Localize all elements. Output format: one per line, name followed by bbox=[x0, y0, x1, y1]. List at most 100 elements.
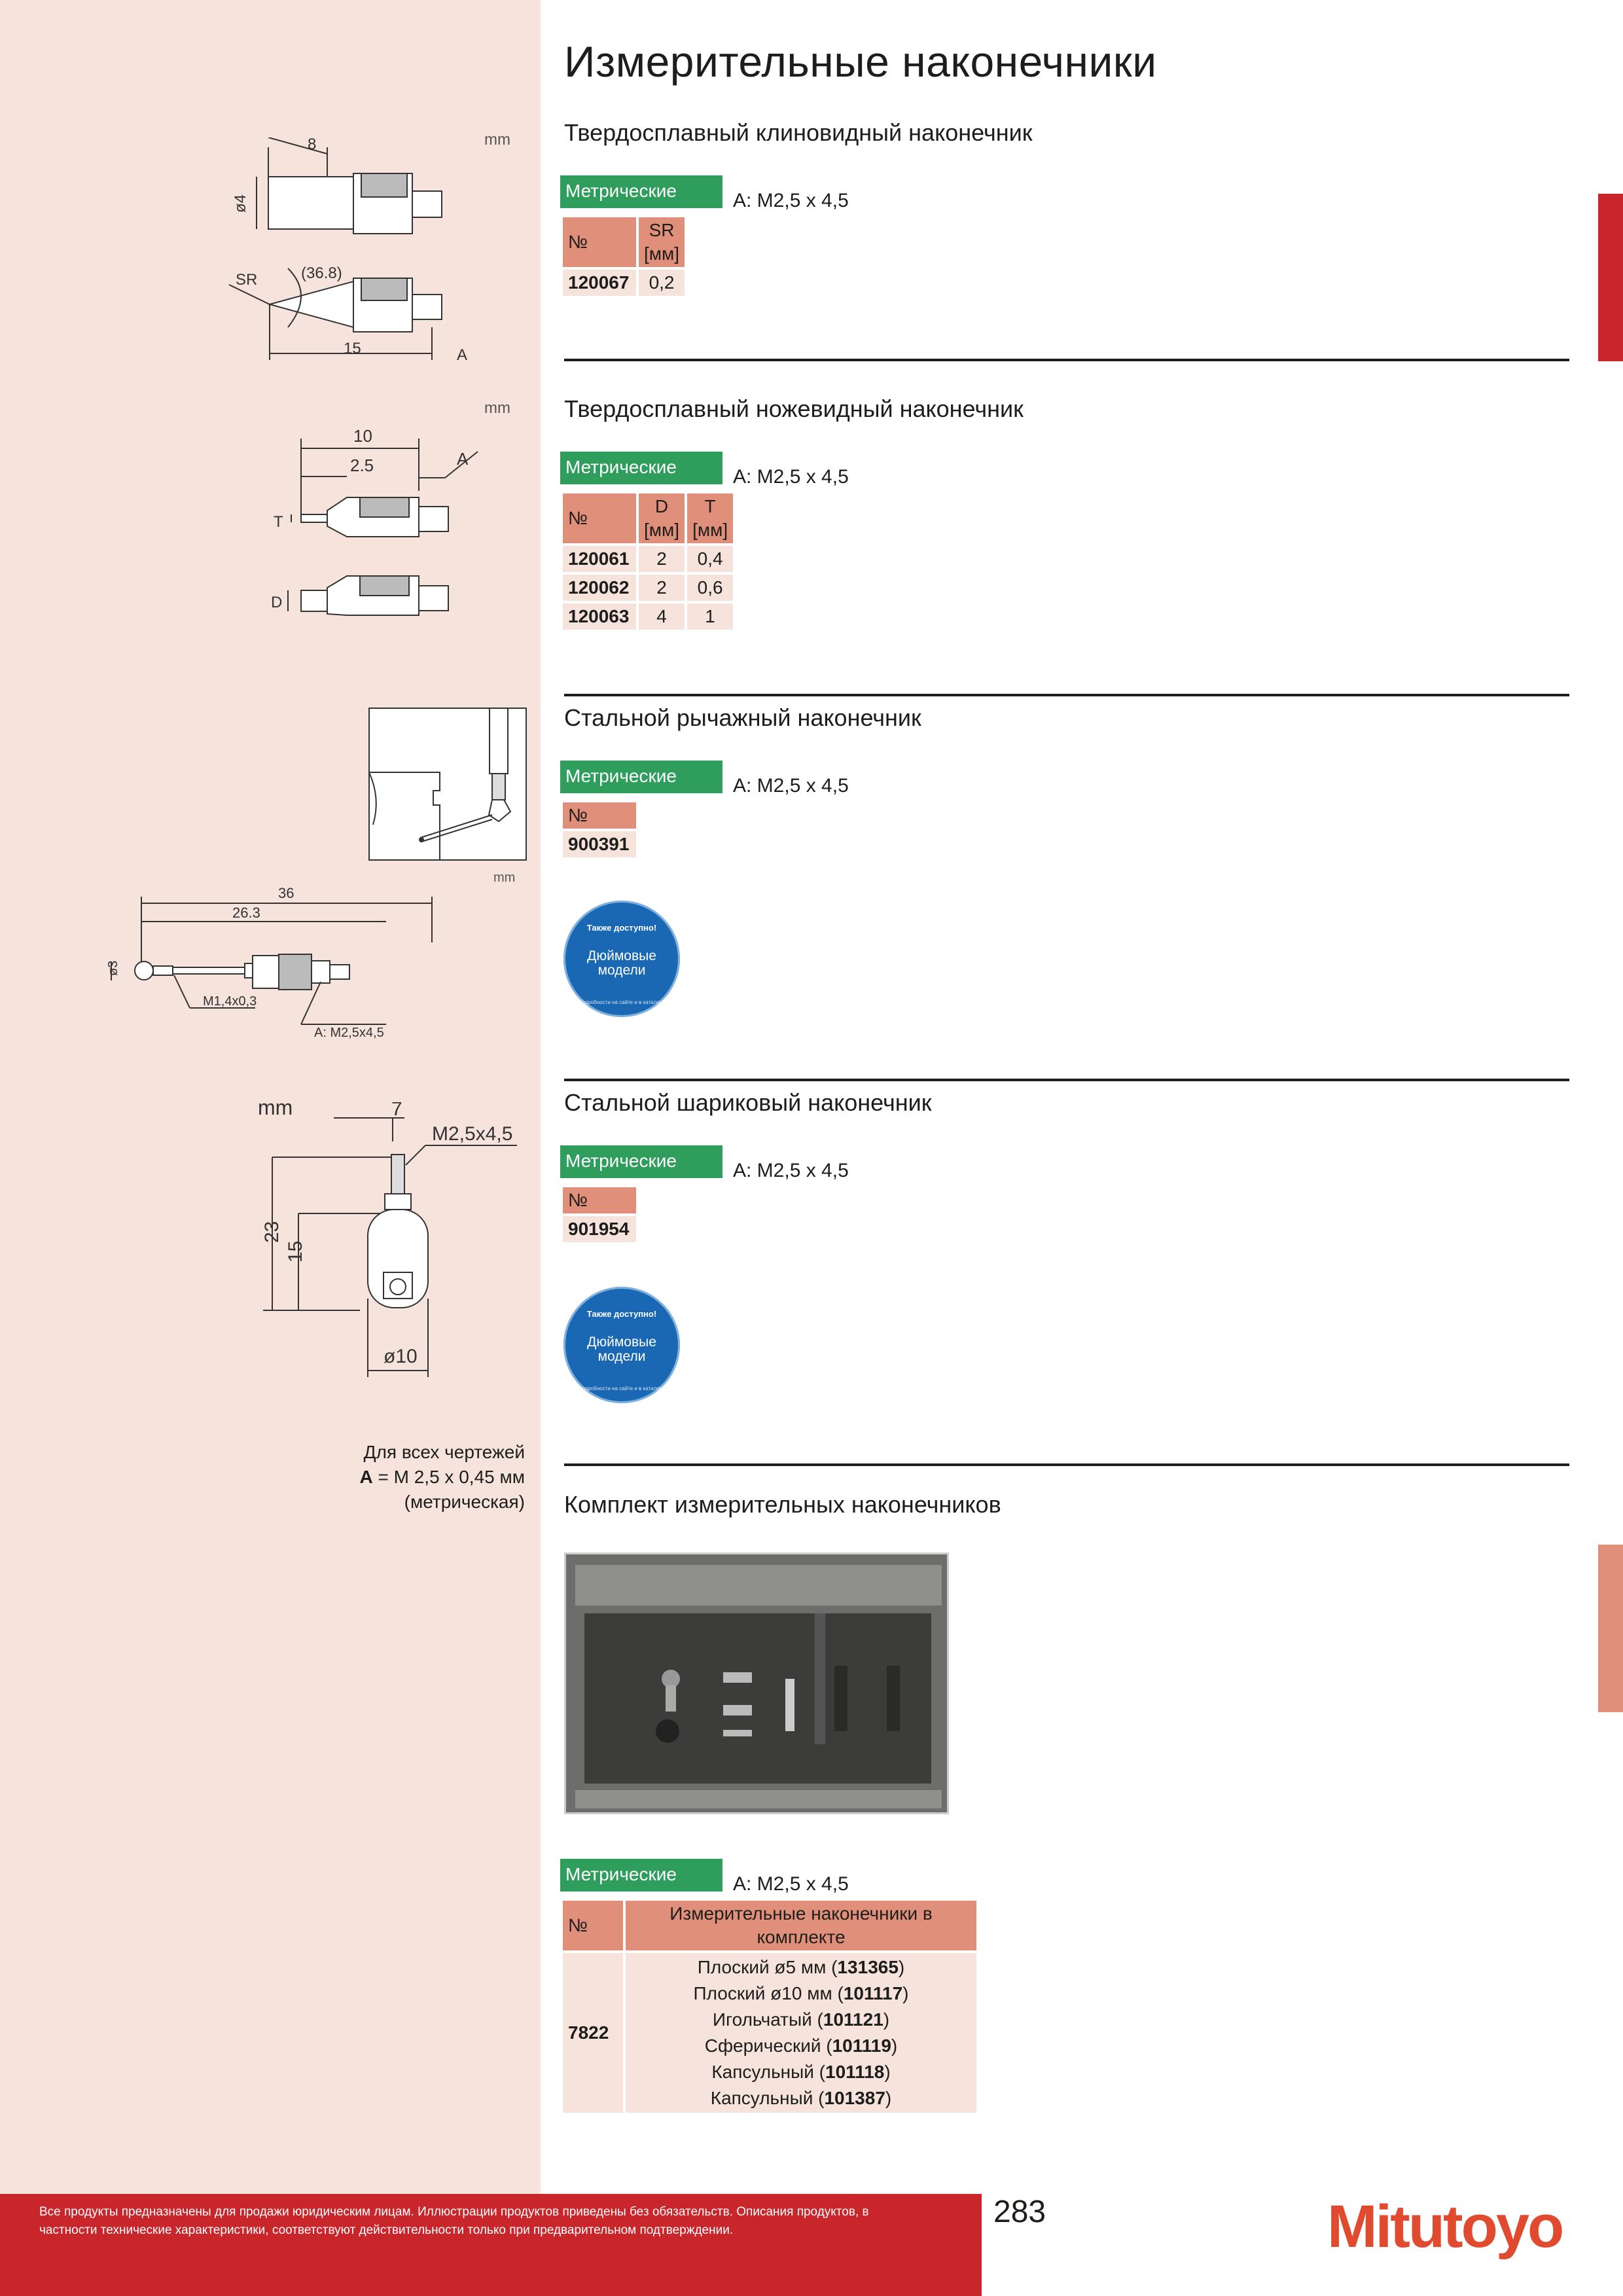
unit-label: mm bbox=[484, 399, 510, 417]
left-panel bbox=[0, 0, 541, 2296]
lever-application-drawing bbox=[368, 708, 527, 861]
page-number: 283 bbox=[993, 2195, 1046, 2229]
table-row: 120061 2 0,4 bbox=[563, 546, 734, 572]
table-row: 120067 0,2 bbox=[563, 270, 685, 296]
svg-text:10: 10 bbox=[353, 426, 372, 446]
col-header-no: № bbox=[563, 802, 636, 829]
badge-ring-text: подробности на сайте и в каталоге bbox=[579, 999, 664, 1005]
col-header-no: № bbox=[563, 1187, 636, 1213]
metric-tag-ball: Метрические bbox=[560, 1145, 722, 1178]
section-divider bbox=[564, 694, 1569, 696]
svg-text:ø4: ø4 bbox=[232, 194, 249, 213]
svg-text:15: 15 bbox=[285, 1241, 306, 1263]
unit-label: mm bbox=[258, 1096, 293, 1119]
svg-text:(36.8): (36.8) bbox=[301, 264, 342, 282]
svg-text:2.5: 2.5 bbox=[350, 456, 374, 475]
table-row: 120063 4 1 bbox=[563, 603, 734, 630]
metric-tag-lever: Метрические bbox=[560, 761, 722, 793]
unit-label: mm bbox=[493, 870, 516, 885]
spec-table-ball: № 901954 bbox=[560, 1185, 639, 1245]
svg-text:A: A bbox=[457, 346, 467, 364]
metric-tag-wedge: Метрические bbox=[560, 175, 722, 208]
cell-sr: 0,2 bbox=[639, 270, 685, 296]
svg-text:26.3: 26.3 bbox=[232, 905, 260, 921]
svg-text:SR: SR bbox=[236, 271, 257, 289]
col-header-no: № bbox=[563, 217, 636, 267]
side-tab-top bbox=[1598, 194, 1623, 361]
drawing-note: Для всех чертежей A = M 2,5 x 0,45 мм (м… bbox=[275, 1440, 525, 1515]
brand-logo: Mitutoyo bbox=[1327, 2193, 1564, 2260]
cell-d: 2 bbox=[639, 575, 685, 601]
col-header-t: T[мм] bbox=[687, 493, 734, 543]
thread-note-lever: A: M2,5 x 4,5 bbox=[733, 775, 849, 797]
section-divider bbox=[564, 1079, 1569, 1081]
footer-band bbox=[0, 2194, 982, 2296]
wedge-tip-drawing: 8 ø4 SR (36.8) 15 A bbox=[228, 137, 467, 364]
page-title: Измерительные наконечники bbox=[564, 37, 1157, 86]
cell-d: 2 bbox=[639, 546, 685, 572]
list-item: Сферический (101119) bbox=[704, 2036, 898, 2056]
drawing-note-line1: Для всех чертежей bbox=[363, 1442, 525, 1462]
cell-no: 120061 bbox=[563, 546, 636, 572]
cell-no: 7822 bbox=[563, 1953, 623, 2113]
list-item: Плоский ø5 мм (131365) bbox=[697, 1957, 905, 1977]
svg-text:7: 7 bbox=[391, 1102, 402, 1120]
cell-no: 901954 bbox=[563, 1216, 636, 1242]
svg-text:M1,4x0,3: M1,4x0,3 bbox=[203, 994, 257, 1009]
col-header-sr: SR[мм] bbox=[639, 217, 685, 267]
col-header-items: Измерительные наконечники в комплекте bbox=[626, 1901, 976, 1950]
col-header-d: D[мм] bbox=[639, 493, 685, 543]
footer-disclaimer: Все продукты предназначены для продажи ю… bbox=[39, 2205, 869, 2237]
svg-text:A: M2,5x4,5: A: M2,5x4,5 bbox=[314, 1026, 384, 1040]
list-item: Капсульный (101118) bbox=[711, 2062, 891, 2082]
spec-table-knife: № D[мм] T[мм] 120061 2 0,4 120062 2 0,6 … bbox=[560, 491, 736, 632]
section-divider bbox=[564, 1463, 1569, 1466]
badge-top-text: Также доступно! bbox=[586, 1309, 657, 1319]
unit-label: mm bbox=[484, 131, 510, 149]
svg-text:15: 15 bbox=[344, 340, 361, 357]
cell-items: Плоский ø5 мм (131365) Плоский ø10 мм (1… bbox=[626, 1953, 976, 2113]
svg-text:8: 8 bbox=[308, 137, 316, 153]
cell-no: 120062 bbox=[563, 575, 636, 601]
lever-tip-drawing: 36 26.3 ø3 M1,4x0,3 A: M2,5x4,5 bbox=[106, 885, 433, 1040]
thread-note-set: A: M2,5 x 4,5 bbox=[733, 1873, 849, 1895]
svg-text:ø10: ø10 bbox=[383, 1346, 418, 1367]
svg-text:D: D bbox=[271, 594, 282, 611]
table-row: 7822 Плоский ø5 мм (131365) Плоский ø10 … bbox=[563, 1953, 976, 2113]
metric-tag-knife: Метрические bbox=[560, 452, 722, 484]
svg-text:36: 36 bbox=[278, 885, 294, 901]
section-title-knife: Твердосплавный ножевидный наконечник bbox=[564, 395, 1024, 422]
cell-no: 900391 bbox=[563, 831, 636, 857]
table-row: 901954 bbox=[563, 1216, 636, 1242]
table-row: 900391 bbox=[563, 831, 636, 857]
drawing-note-line2: A = M 2,5 x 0,45 мм (метрическая) bbox=[359, 1467, 525, 1512]
svg-text:A: A bbox=[457, 449, 469, 469]
metric-tag-set: Метрические bbox=[560, 1859, 722, 1892]
spec-table-set: № Измерительные наконечники в комплекте … bbox=[560, 1898, 979, 2115]
cell-d: 4 bbox=[639, 603, 685, 630]
cell-no: 120067 bbox=[563, 270, 636, 296]
list-item: Плоский ø10 мм (101117) bbox=[693, 1983, 909, 2003]
col-header-no: № bbox=[563, 493, 636, 543]
svg-text:T: T bbox=[274, 513, 283, 531]
thread-note-knife: A: M2,5 x 4,5 bbox=[733, 466, 849, 488]
badge-top-text: Также доступно! bbox=[586, 923, 657, 933]
inch-models-badge[interactable]: Также доступно! Дюймовые модели подробно… bbox=[563, 901, 680, 1017]
svg-text:M2,5x4,5: M2,5x4,5 bbox=[432, 1123, 512, 1145]
ball-tip-drawing: 7 M2,5x4,5 23 15 ø10 bbox=[261, 1102, 517, 1377]
section-divider bbox=[564, 359, 1569, 361]
cell-t: 0,4 bbox=[687, 546, 734, 572]
table-row: 120062 2 0,6 bbox=[563, 575, 734, 601]
spec-table-wedge: № SR[мм] 120067 0,2 bbox=[560, 215, 687, 298]
knife-tip-drawing: 10 2.5 A T D bbox=[271, 426, 478, 616]
section-title-ball: Стальной шариковый наконечник bbox=[564, 1089, 932, 1116]
inch-models-badge[interactable]: Также доступно! Дюймовые модели подробно… bbox=[563, 1287, 680, 1403]
thread-note-wedge: A: M2,5 x 4,5 bbox=[733, 190, 849, 211]
list-item: Капсульный (101387) bbox=[710, 2088, 892, 2108]
badge-ring-text: подробности на сайте и в каталоге bbox=[579, 1386, 664, 1391]
badge-main-text: Дюймовые модели bbox=[587, 948, 656, 978]
section-title-set: Комплект измерительных наконечников bbox=[564, 1491, 1001, 1518]
svg-text:ø3: ø3 bbox=[106, 961, 120, 976]
badge-main-text: Дюймовые модели bbox=[587, 1335, 656, 1364]
section-title-wedge: Твердосплавный клиновидный наконечник bbox=[564, 119, 1033, 146]
